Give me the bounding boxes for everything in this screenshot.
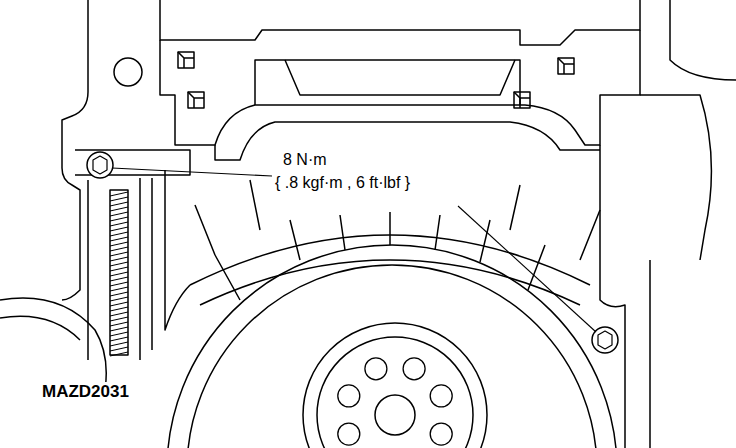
figure-code: MAZD2031 <box>40 382 131 401</box>
torque-value-alt-units: { .8 kgf·m , 6 ft·lbf } <box>273 173 412 192</box>
torque-value: 8 N·m <box>281 150 329 169</box>
